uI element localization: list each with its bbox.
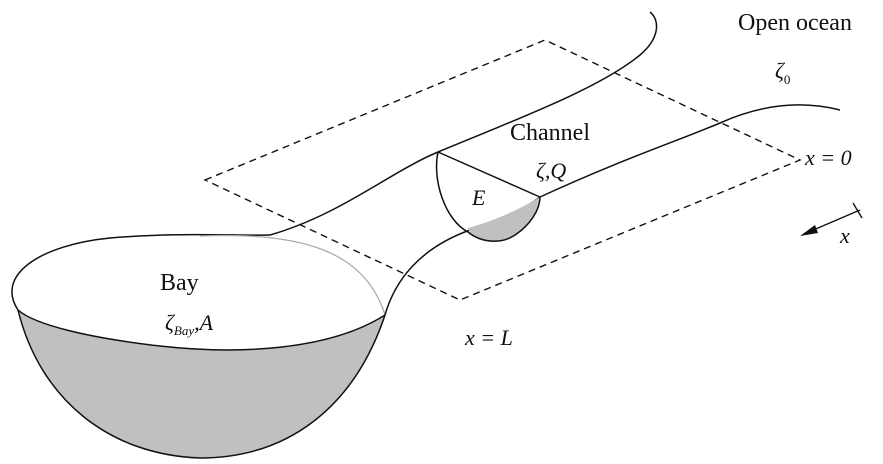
zeta0-symbol: ζ [775, 58, 786, 83]
bay-rim-faint [199, 234, 386, 316]
bay-rim-front [17, 309, 386, 351]
dashed-channel-plane [203, 39, 802, 301]
label-bay: Bay [160, 270, 199, 296]
cross-section-outline [435, 151, 541, 242]
x-axis-arrowhead [800, 225, 818, 236]
x-axis-tick [852, 202, 863, 219]
label-bay-vars: ζBay,A [165, 310, 214, 338]
label-x-axis: x [839, 223, 850, 248]
zeta0-subscript: 0 [784, 72, 791, 87]
label-x-equals-L: x = L [464, 325, 513, 350]
bay-bowl-outline [17, 309, 386, 459]
cross-section-water [468, 197, 540, 242]
label-open-ocean: Open ocean [738, 10, 852, 36]
bay-bowl-shading [18, 310, 385, 458]
cross-section-top [437, 151, 541, 198]
channel-bank-upper [269, 11, 658, 236]
bay-zeta-subscript: Bay [174, 323, 194, 338]
label-channel: Channel [510, 120, 590, 146]
label-x-equals-0: x = 0 [804, 145, 852, 170]
bay-area: ,A [194, 310, 214, 335]
bay-rim-upper [11, 233, 271, 311]
label-zeta0: ζ0 [775, 58, 790, 87]
channel-bank-lower [384, 104, 841, 316]
bay-zeta-symbol: ζ [165, 310, 176, 335]
label-E: E [471, 185, 486, 210]
label-channel-vars: ζ,Q [536, 158, 566, 183]
